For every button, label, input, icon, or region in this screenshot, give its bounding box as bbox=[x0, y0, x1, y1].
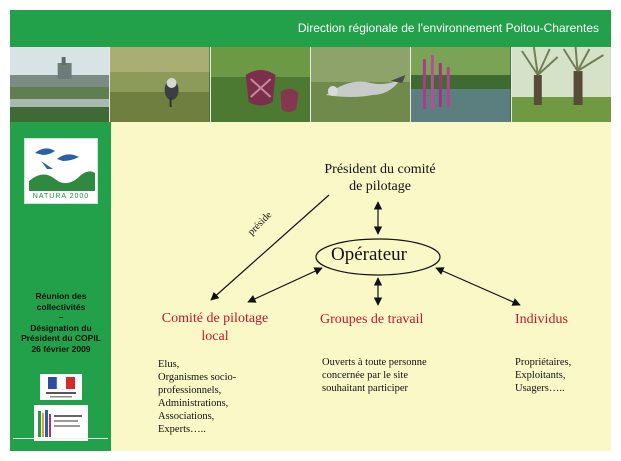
list-item: souhaitant participer bbox=[322, 383, 409, 394]
operator-ellipse bbox=[315, 238, 441, 276]
header-title: Direction régionale de l'environnement P… bbox=[297, 21, 599, 35]
meeting-info: Réunion des collectivités – Désignation … bbox=[21, 291, 101, 354]
river-loosestrife-photo bbox=[411, 47, 512, 122]
natura-logo-caption: NATURA 2000 bbox=[32, 193, 90, 200]
comite-members-list: Elus, Organismes socio- professionnels, … bbox=[158, 358, 236, 436]
list-item: Associations, bbox=[158, 411, 215, 422]
header-banner: Direction régionale de l'environnement P… bbox=[10, 10, 611, 47]
individus-title: Individus bbox=[515, 312, 568, 327]
list-item: Usagers….. bbox=[515, 383, 565, 394]
list-item: Exploitants, bbox=[515, 370, 566, 381]
comite-pilotage-title: Comité de pilotage local bbox=[161, 311, 269, 344]
natura-2000-logo: NATURA 2000 bbox=[24, 138, 98, 204]
republique-francaise-logo bbox=[40, 374, 82, 400]
list-item: Propriétaires, bbox=[515, 357, 572, 368]
fritillary-flower-photo bbox=[210, 47, 311, 122]
groupes-description: Ouverts à toute personne concernée par l… bbox=[322, 356, 462, 395]
sidebar: NATURA 2000 Réunion des collectivités – … bbox=[10, 122, 111, 451]
pollarded-willows-photo bbox=[511, 47, 611, 122]
diagram-panel bbox=[111, 122, 611, 451]
operator-node: Opérateur bbox=[331, 244, 407, 265]
harrier-bird-photo bbox=[310, 47, 412, 122]
bird-on-grass-photo bbox=[110, 47, 211, 122]
list-item: professionnels, bbox=[158, 385, 222, 396]
list-item: Elus, bbox=[158, 359, 180, 370]
president-to-comite-arrow bbox=[210, 194, 330, 301]
operator-comite-arrow bbox=[247, 267, 323, 303]
operator-individus-arrow bbox=[435, 267, 521, 306]
list-item: Ouverts à toute personne bbox=[322, 357, 427, 368]
list-item: Experts….. bbox=[158, 424, 206, 435]
list-item: Organismes socio- bbox=[158, 372, 237, 383]
president-node: Président du comité de pilotage bbox=[324, 162, 436, 194]
list-item: concernée par le site bbox=[322, 370, 408, 381]
individus-members-list: Propriétaires, Exploitants, Usagers….. bbox=[515, 356, 571, 395]
marsh-village-photo bbox=[10, 47, 111, 122]
diren-logo bbox=[34, 405, 88, 441]
photo-strip bbox=[10, 47, 611, 122]
list-item: Administrations, bbox=[158, 398, 229, 409]
sidebar-divider bbox=[13, 438, 108, 439]
groupes-travail-title: Groupes de travail bbox=[320, 312, 424, 327]
